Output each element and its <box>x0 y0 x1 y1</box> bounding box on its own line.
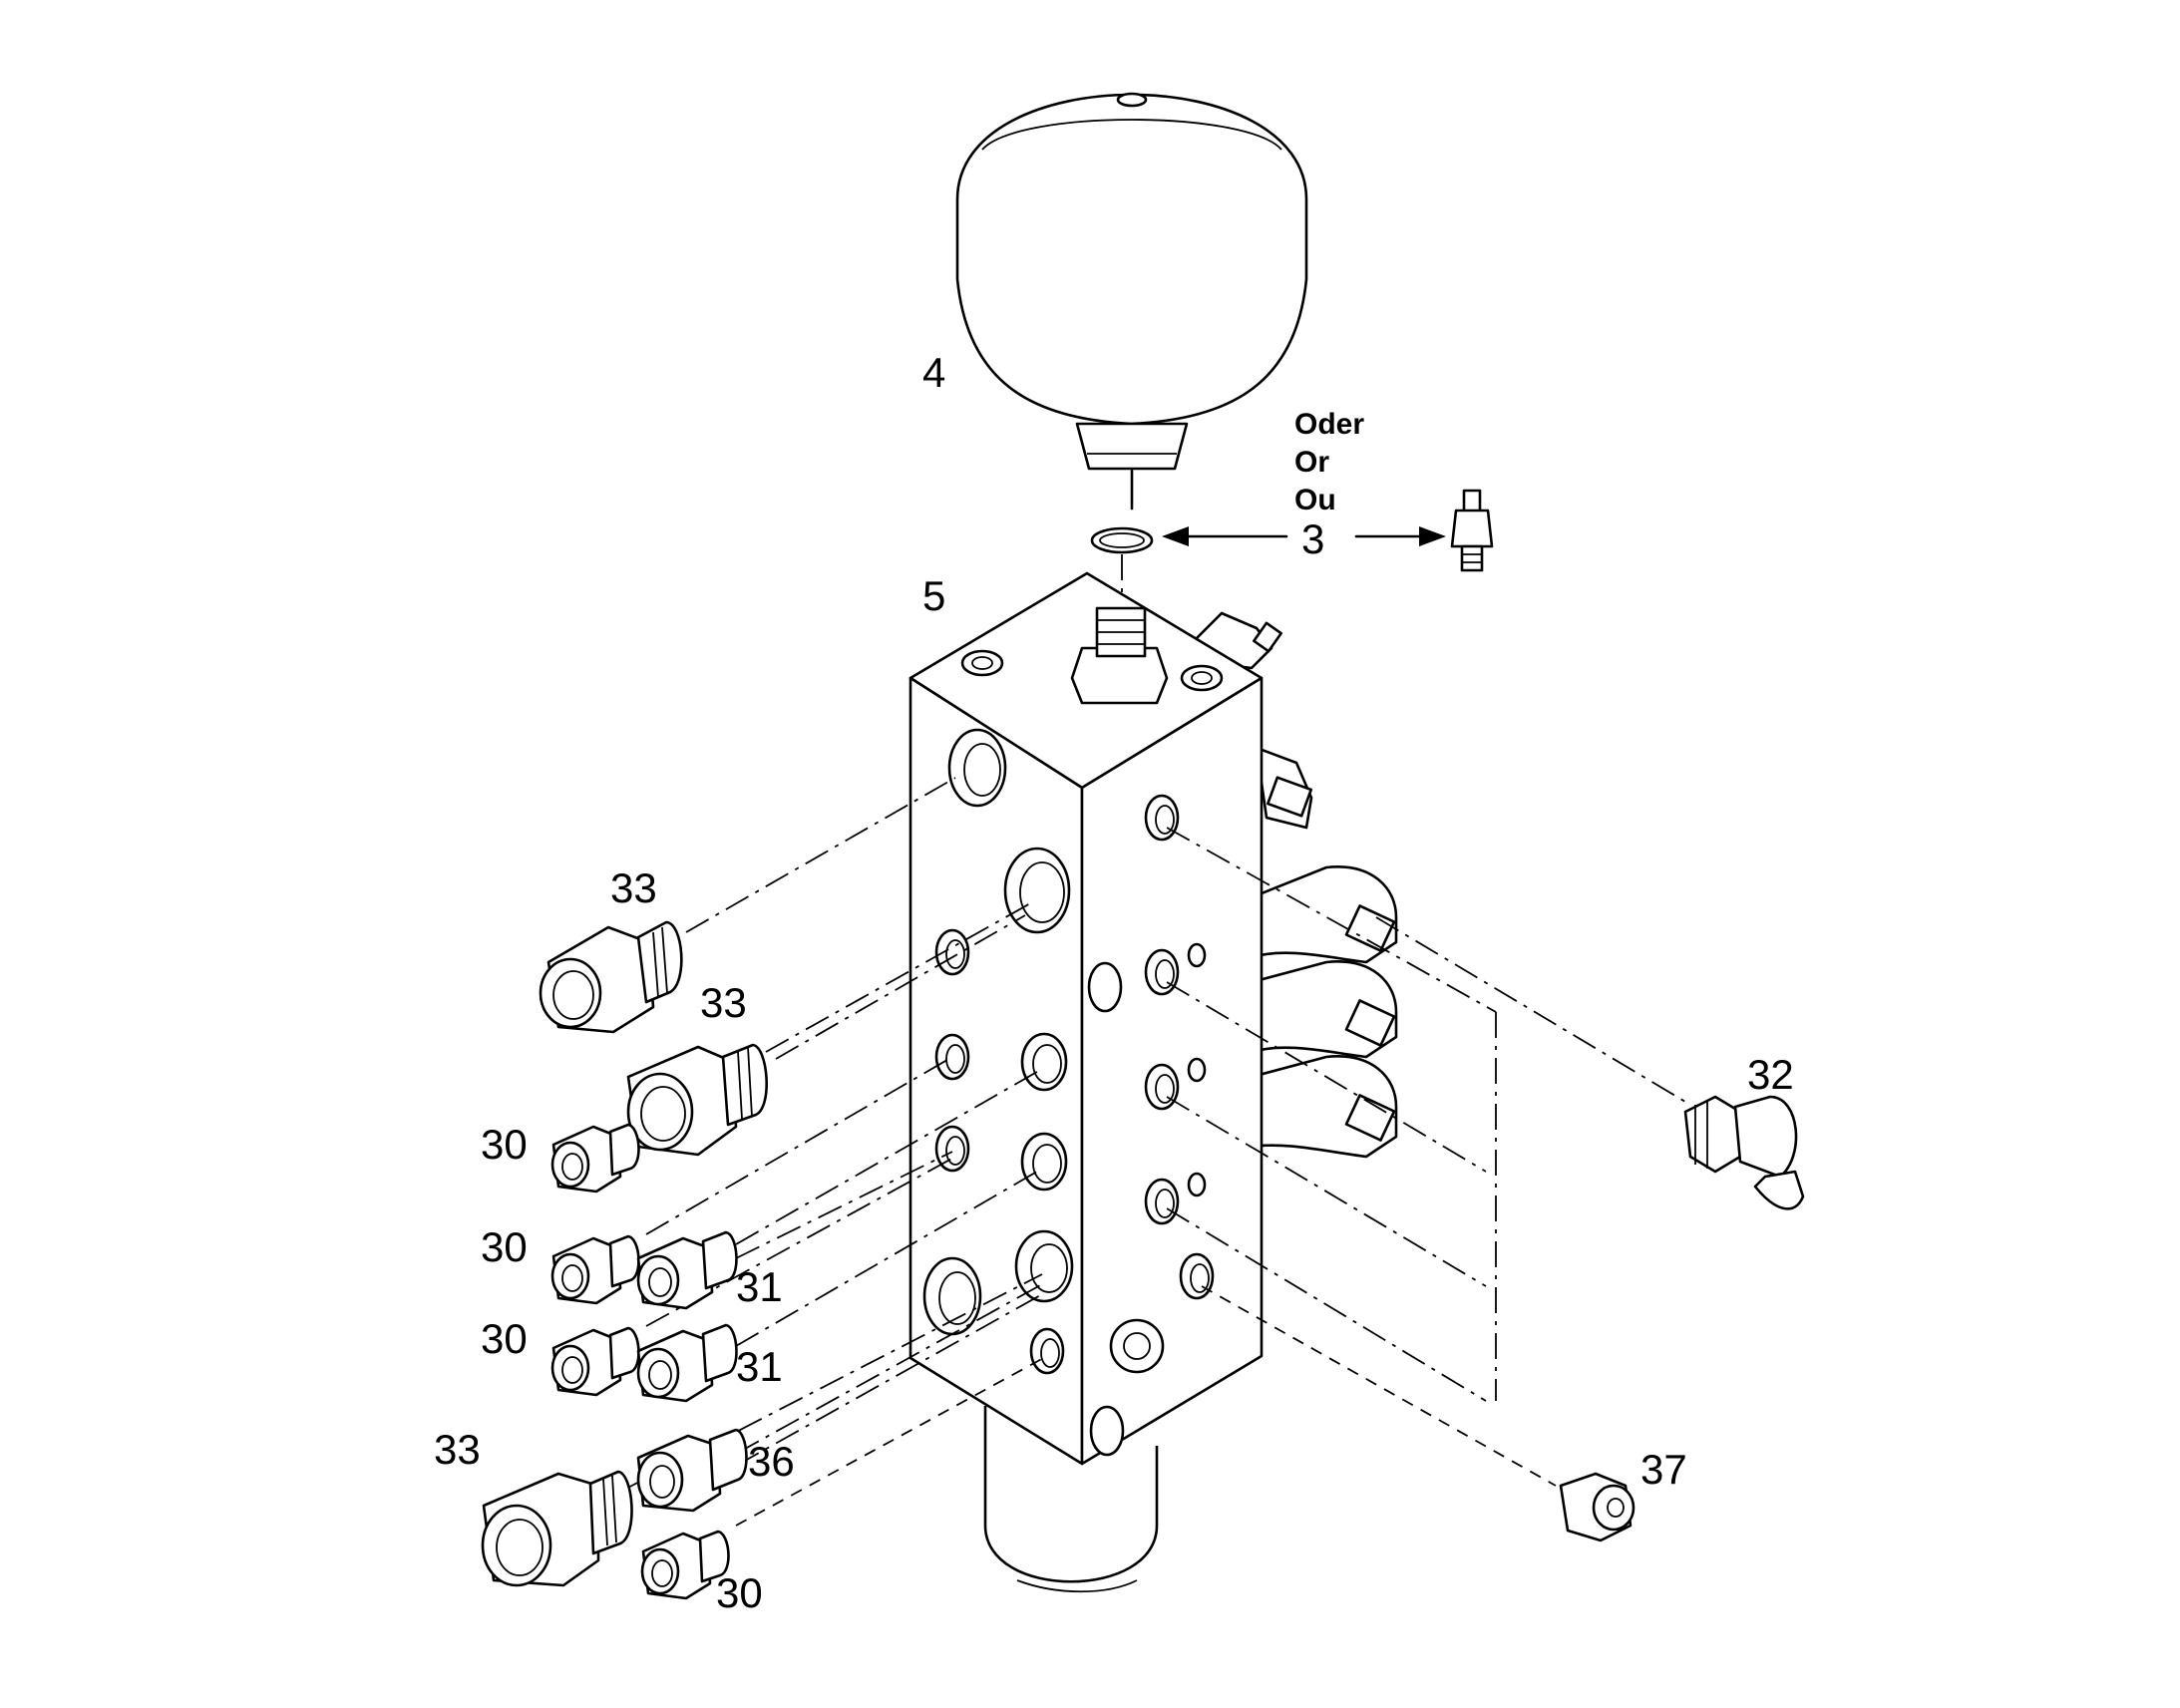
callout-union-bottom: 33 <box>434 1426 481 1473</box>
alternative-arrows <box>1162 526 1446 546</box>
callout-nipple-d: 30 <box>716 1569 763 1616</box>
callout-angled-fitting: 32 <box>1747 1051 1794 1098</box>
callout-union-top: 33 <box>610 864 657 911</box>
nipple-fitting-a <box>550 1123 640 1194</box>
callout-accumulator: 4 <box>922 349 945 396</box>
union-fitting-middle <box>626 1043 768 1157</box>
nipple-fitting-d <box>640 1530 730 1600</box>
adapter-fitting-b <box>636 1323 738 1403</box>
callout-valve-block: 5 <box>922 572 945 619</box>
angled-fitting <box>1683 1095 1805 1210</box>
alternative-note: Oder Or Ou <box>1294 408 1364 516</box>
connector-fitting <box>636 1428 748 1513</box>
callout-union-middle: 33 <box>700 979 747 1026</box>
callout-labels: 4 3 5 33 33 33 30 30 30 30 31 31 36 32 3… <box>434 349 1794 1616</box>
callout-connector: 36 <box>748 1438 795 1485</box>
alt-label-2: Or <box>1294 446 1329 479</box>
callout-seal-or-fitting: 3 <box>1301 515 1324 562</box>
callout-adapter-a: 31 <box>736 1263 783 1310</box>
alt-label-1: Oder <box>1294 408 1364 441</box>
callout-adapter-b: 31 <box>736 1343 783 1390</box>
union-fitting-bottom <box>481 1470 633 1587</box>
callout-nipple-c: 30 <box>481 1315 528 1362</box>
valve-block <box>908 571 1398 1593</box>
adapter-fitting-a <box>636 1230 738 1310</box>
nipple-fitting-b <box>550 1234 640 1305</box>
alt-label-3: Ou <box>1294 484 1336 516</box>
plug <box>1559 1472 1635 1542</box>
seal-ring <box>1090 526 1154 628</box>
assembly-lines <box>615 777 1686 1527</box>
callout-nipple-b: 30 <box>481 1223 528 1270</box>
nipple-fitting-c <box>550 1326 640 1397</box>
accumulator <box>955 92 1308 511</box>
alternative-fitting <box>1450 489 1494 572</box>
callout-plug: 37 <box>1640 1446 1687 1493</box>
callout-nipple-a: 30 <box>481 1121 528 1168</box>
union-fitting-top <box>539 920 683 1034</box>
